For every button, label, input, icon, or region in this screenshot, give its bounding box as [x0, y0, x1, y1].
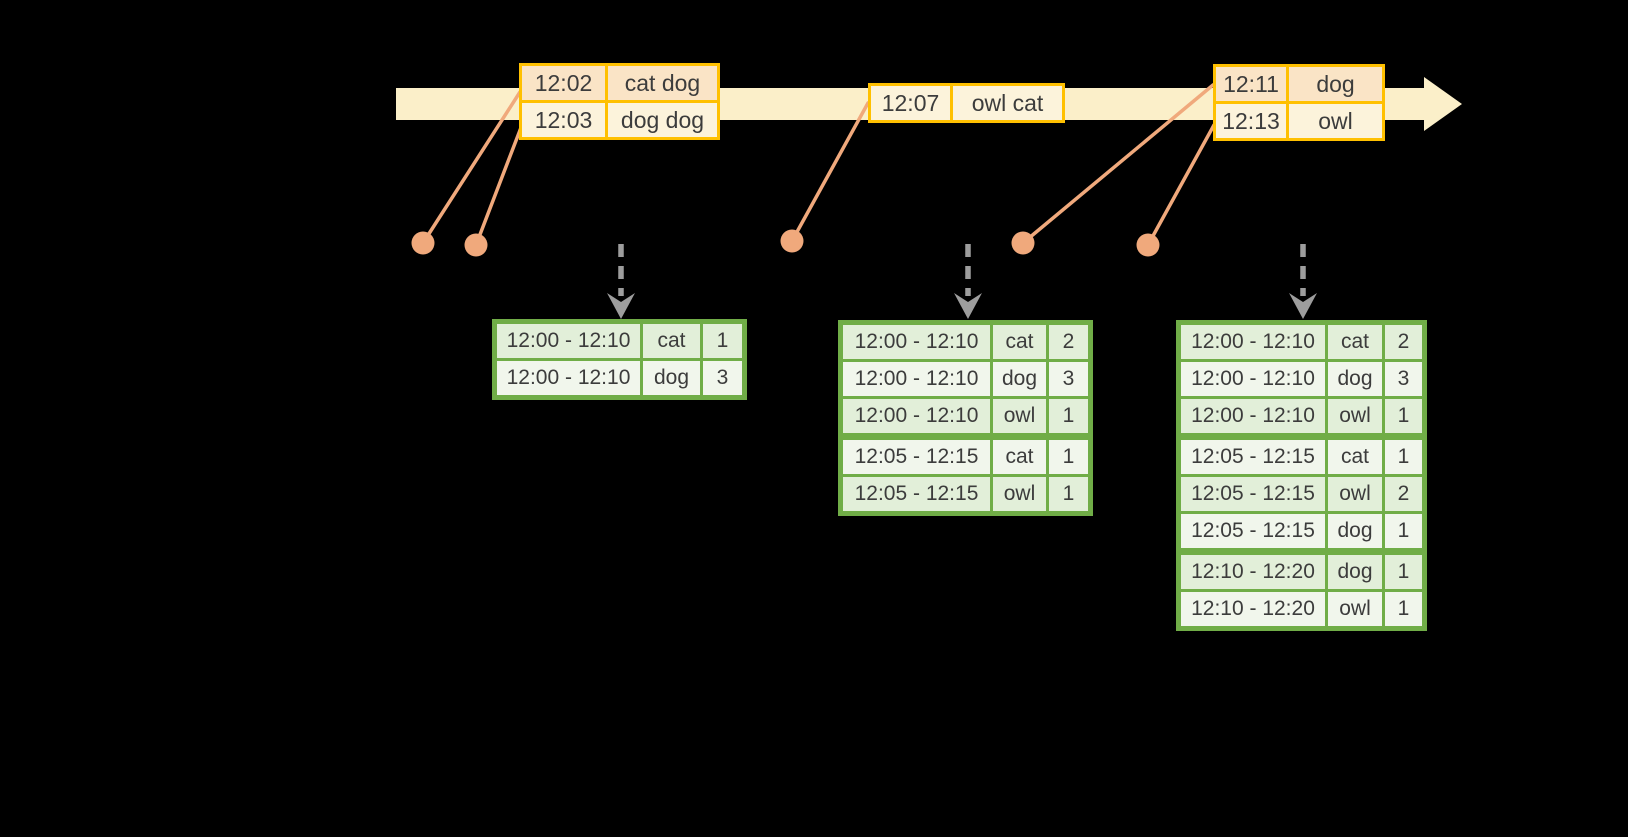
word-cell: dog	[640, 358, 703, 399]
result-table-1: 12:00 - 12:10 cat 1 12:00 - 12:10 dog 3	[492, 319, 747, 400]
window-cell: 12:00 - 12:10	[1177, 396, 1328, 438]
window-cell: 12:05 - 12:15	[839, 474, 993, 515]
event-dot-icon	[780, 229, 804, 253]
result-table-3: 12:00 - 12:10 cat 2 12:00 - 12:10 dog 3 …	[1176, 320, 1427, 631]
event-words-cell: cat dog	[605, 63, 720, 103]
word-cell: dog	[1325, 511, 1385, 553]
word-cell: cat	[1325, 321, 1385, 362]
count-cell: 1	[1382, 511, 1426, 553]
event-table-3: 12:11 dog 12:13 owl	[1213, 64, 1385, 141]
table-row: 12:02 cat dog	[519, 63, 720, 103]
word-cell: cat	[990, 433, 1049, 477]
table-row: 12:05 - 12:15 owl 2	[1177, 474, 1426, 514]
window-cell: 12:00 - 12:10	[493, 320, 643, 361]
window-cell: 12:05 - 12:15	[1177, 511, 1328, 553]
connector-line	[474, 123, 524, 247]
event-time-cell: 12:13	[1213, 101, 1289, 141]
table-row: 12:11 dog	[1213, 64, 1385, 104]
connector-line	[421, 90, 522, 245]
window-cell: 12:00 - 12:10	[839, 359, 993, 399]
count-cell: 3	[700, 358, 746, 399]
event-words-cell: owl cat	[950, 83, 1065, 123]
table-row: 12:00 - 12:10 cat 1	[493, 320, 746, 361]
event-dot-icon	[411, 231, 435, 255]
table-row: 12:03 dog dog	[519, 100, 720, 140]
connector-line	[1146, 123, 1216, 247]
event-connector-lines	[421, 83, 1216, 247]
event-table-1: 12:02 cat dog 12:03 dog dog	[519, 63, 720, 140]
trigger-arrow-icon	[1289, 293, 1317, 319]
trigger-arrows	[618, 244, 1306, 296]
word-cell: owl	[990, 396, 1049, 438]
count-cell: 2	[1046, 321, 1092, 362]
table-row: 12:10 - 12:20 dog 1	[1177, 548, 1426, 592]
table-row: 12:00 - 12:10 cat 2	[1177, 321, 1426, 362]
word-cell: owl	[1325, 396, 1385, 438]
event-time-cell: 12:11	[1213, 64, 1289, 104]
table-row: 12:05 - 12:15 cat 1	[839, 433, 1092, 477]
window-cell: 12:00 - 12:10	[839, 396, 993, 438]
table-row: 12:00 - 12:10 cat 2	[839, 321, 1092, 362]
connector-line	[1021, 83, 1215, 245]
connector-line	[790, 101, 870, 243]
event-time-cell: 12:03	[519, 100, 608, 140]
event-dot-icon	[1011, 231, 1035, 255]
count-cell: 1	[1046, 433, 1092, 477]
event-words-cell: dog dog	[605, 100, 720, 140]
table-row: 12:13 owl	[1213, 101, 1385, 141]
word-cell: dog	[1325, 359, 1385, 399]
word-cell: cat	[640, 320, 703, 361]
table-row: 12:05 - 12:15 cat 1	[1177, 433, 1426, 477]
count-cell: 1	[1382, 433, 1426, 477]
window-cell: 12:10 - 12:20	[1177, 548, 1328, 592]
table-row: 12:00 - 12:10 dog 3	[1177, 359, 1426, 399]
window-cell: 12:00 - 12:10	[493, 358, 643, 399]
trigger-arrow-icon	[954, 293, 982, 319]
count-cell: 1	[1046, 396, 1092, 438]
trigger-arrowheads	[607, 293, 1317, 319]
word-cell: dog	[990, 359, 1049, 399]
event-dot-icon	[464, 233, 488, 257]
window-cell: 12:00 - 12:10	[839, 321, 993, 362]
word-cell: owl	[1325, 474, 1385, 514]
trigger-arrow-icon	[607, 293, 635, 319]
word-cell: cat	[1325, 433, 1385, 477]
table-row: 12:05 - 12:15 dog 1	[1177, 511, 1426, 553]
table-row: 12:05 - 12:15 owl 1	[839, 474, 1092, 515]
count-cell: 1	[1382, 396, 1426, 438]
timeline-arrowhead-icon	[1424, 77, 1462, 131]
count-cell: 1	[700, 320, 746, 361]
event-time-cell: 12:07	[868, 83, 953, 123]
event-time-cell: 12:02	[519, 63, 608, 103]
word-cell: owl	[990, 474, 1049, 515]
word-cell: owl	[1325, 589, 1385, 630]
window-cell: 12:05 - 12:15	[839, 433, 993, 477]
count-cell: 1	[1046, 474, 1092, 515]
window-cell: 12:00 - 12:10	[1177, 321, 1328, 362]
window-cell: 12:10 - 12:20	[1177, 589, 1328, 630]
table-row: 12:00 - 12:10 owl 1	[1177, 396, 1426, 438]
event-words-cell: owl	[1286, 101, 1385, 141]
result-table-2: 12:00 - 12:10 cat 2 12:00 - 12:10 dog 3 …	[838, 320, 1093, 516]
count-cell: 1	[1382, 548, 1426, 592]
event-words-cell: dog	[1286, 64, 1385, 104]
table-row: 12:00 - 12:10 dog 3	[493, 358, 746, 399]
word-cell: cat	[990, 321, 1049, 362]
word-cell: dog	[1325, 548, 1385, 592]
event-table-2: 12:07 owl cat	[868, 83, 1065, 123]
window-cell: 12:05 - 12:15	[1177, 474, 1328, 514]
table-row: 12:00 - 12:10 dog 3	[839, 359, 1092, 399]
table-row: 12:00 - 12:10 owl 1	[839, 396, 1092, 438]
table-row: 12:10 - 12:20 owl 1	[1177, 589, 1426, 630]
window-cell: 12:05 - 12:15	[1177, 433, 1328, 477]
window-cell: 12:00 - 12:10	[1177, 359, 1328, 399]
count-cell: 2	[1382, 474, 1426, 514]
event-dot-icon	[1136, 233, 1160, 257]
count-cell: 1	[1382, 589, 1426, 630]
count-cell: 2	[1382, 321, 1426, 362]
count-cell: 3	[1046, 359, 1092, 399]
table-row: 12:07 owl cat	[868, 83, 1065, 123]
count-cell: 3	[1382, 359, 1426, 399]
event-dots	[411, 229, 1160, 257]
